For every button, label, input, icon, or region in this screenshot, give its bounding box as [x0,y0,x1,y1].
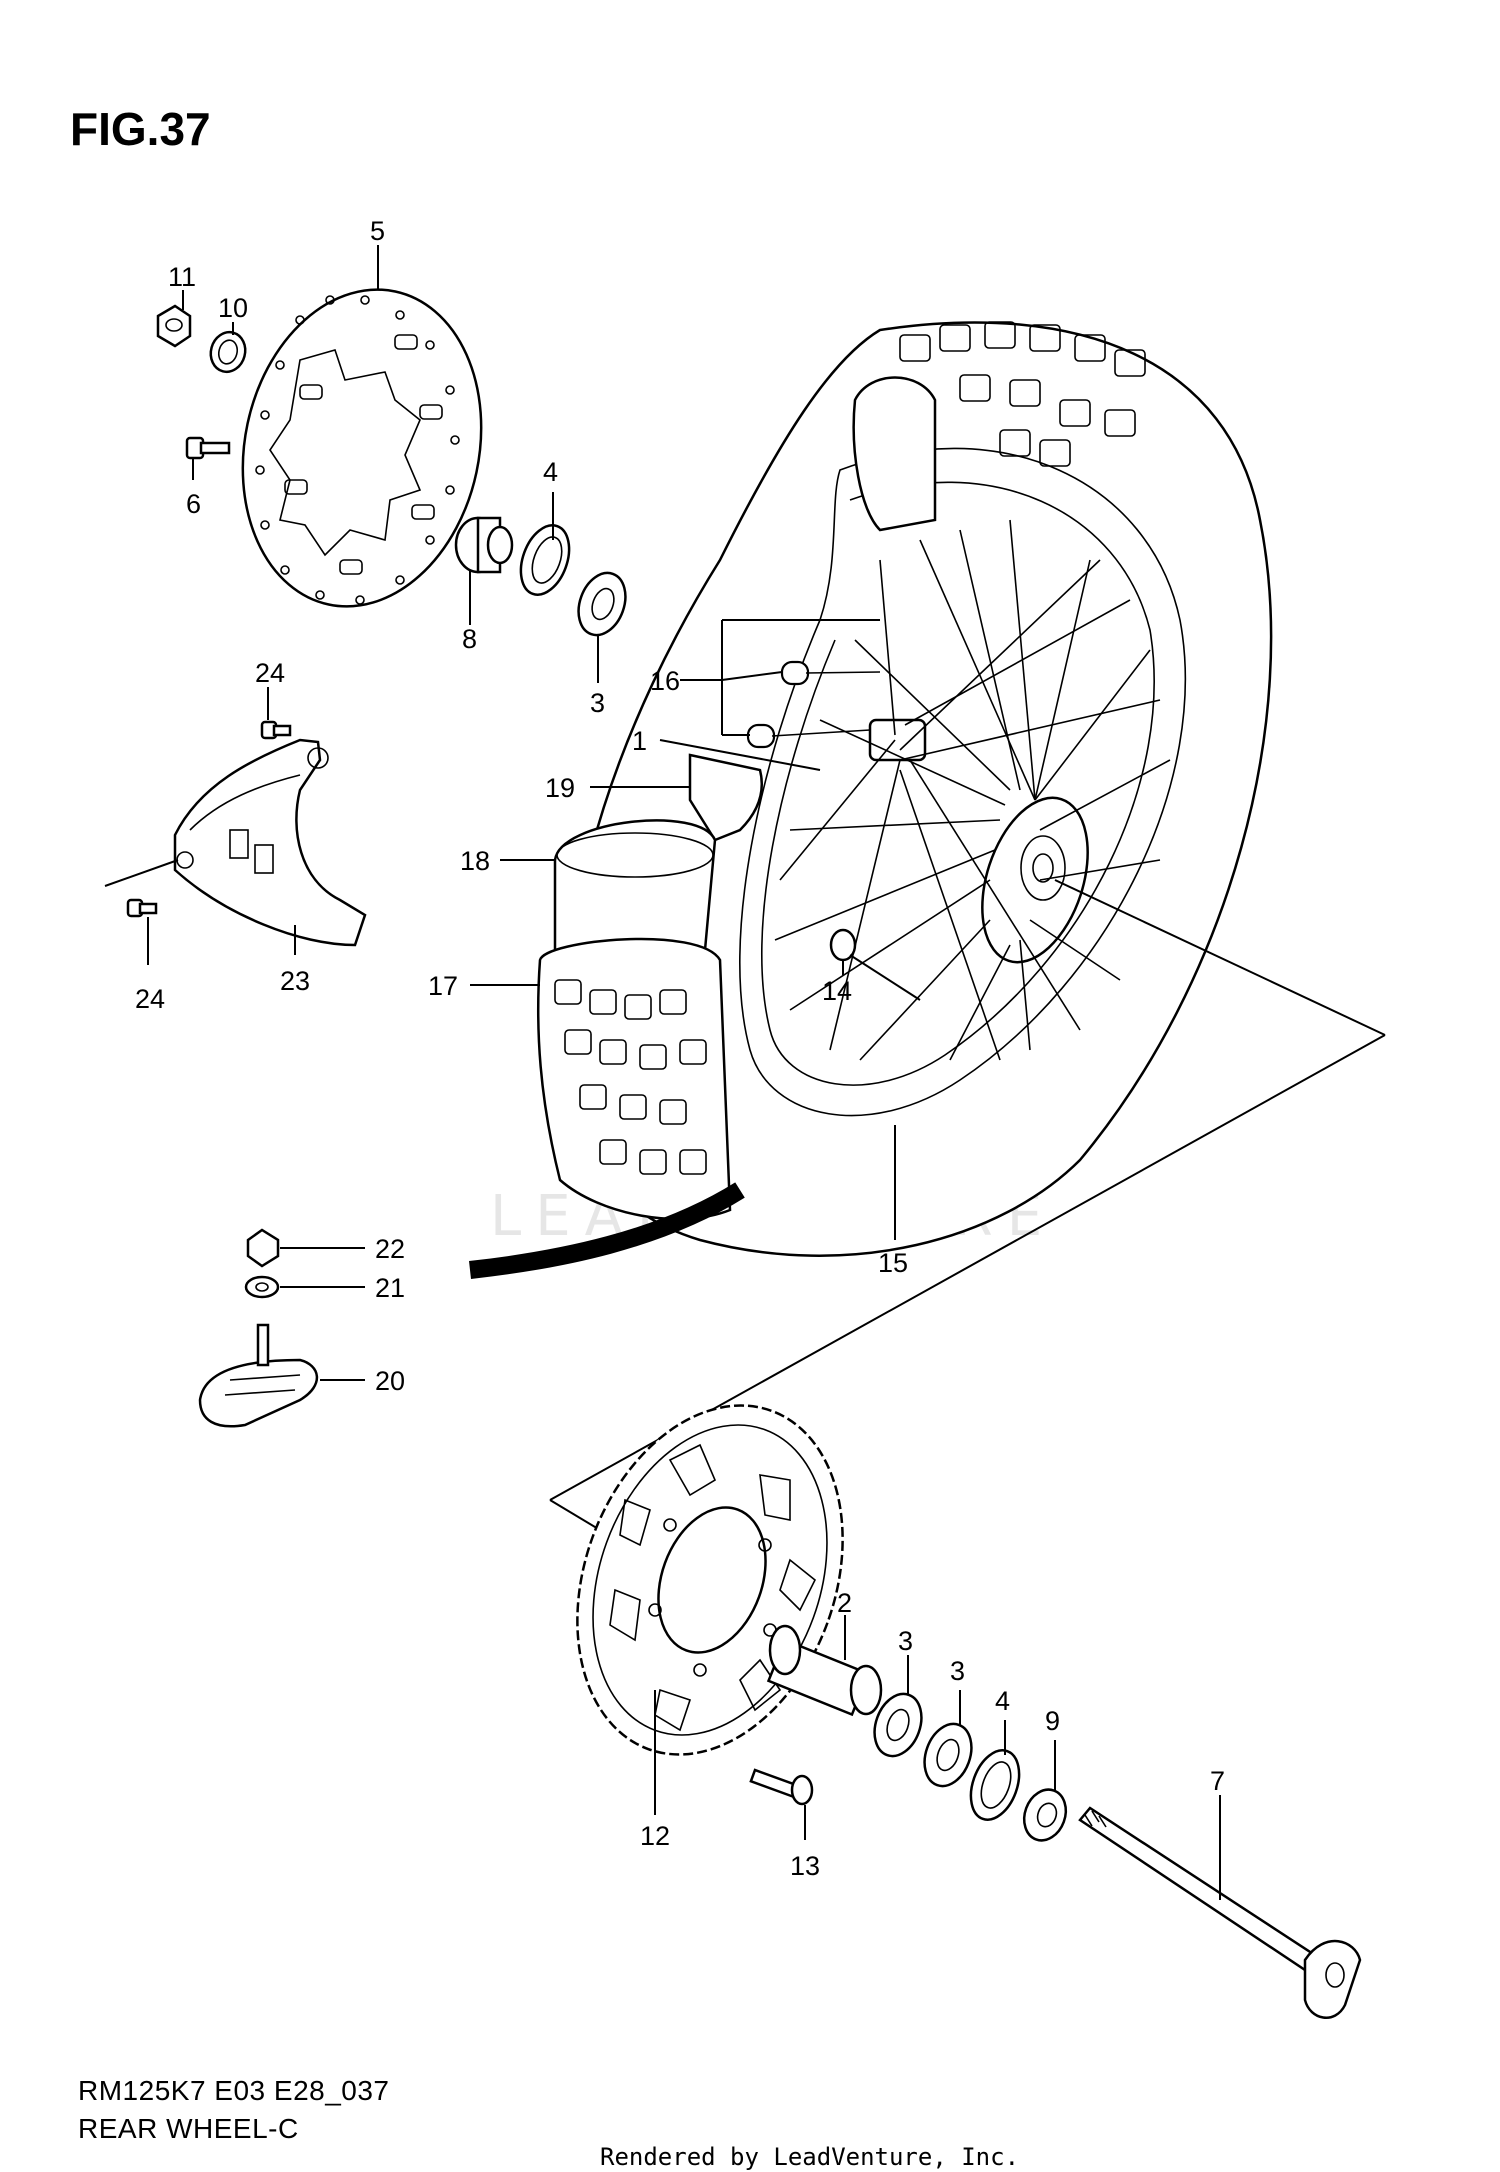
washer-21[interactable] [244,1275,280,1299]
callout-21: 21 [375,1273,405,1303]
callout-9: 9 [1045,1706,1060,1736]
spoke-nipple-16[interactable] [746,660,881,749]
callout-3-lower-b: 3 [950,1656,965,1686]
callout-24-upper: 24 [255,658,285,688]
rim-edge-arc [469,1182,745,1279]
callout-17: 17 [428,971,458,1001]
callout-20: 20 [375,1366,405,1396]
disc-guard-23[interactable] [173,738,367,947]
tube-18[interactable] [553,819,717,968]
callout-8: 8 [462,624,477,654]
bolt-13[interactable] [749,1768,814,1806]
callout-16: 16 [650,666,680,696]
spacer-8[interactable] [454,516,514,574]
callout-14: 14 [822,976,852,1006]
callout-4-upper: 4 [543,457,558,487]
callout-6: 6 [186,489,201,519]
oil-seal-4-upper[interactable] [512,519,578,602]
spacer-2[interactable] [766,1624,883,1717]
bolt-6[interactable] [185,436,231,460]
callout-4-lower: 4 [995,1686,1010,1716]
bearing-3-upper[interactable] [570,566,633,641]
callout-1: 1 [632,726,647,756]
footer-name: REAR WHEEL-C [78,2113,299,2144]
callout-15: 15 [878,1248,908,1278]
washer-10[interactable] [206,328,249,375]
rendered-by: Rendered by LeadVenture, Inc. [600,2143,1019,2171]
bearing-3-lower-b[interactable] [916,1717,979,1792]
footer-code: RM125K7 E03 E28_037 [78,2075,390,2106]
axle-7[interactable] [1078,1806,1362,2019]
callout-23: 23 [280,966,310,996]
callout-3-lower-a: 3 [898,1626,913,1656]
callout-13: 13 [790,1851,820,1881]
rim-lock-20[interactable] [198,1323,319,1428]
callout-2: 2 [837,1588,852,1618]
callout-22: 22 [375,1234,405,1264]
figure-title: FIG.37 [70,103,211,155]
callout-19: 19 [545,773,575,803]
callout-18: 18 [460,846,490,876]
bolt-24-upper[interactable] [260,720,292,740]
callout-5: 5 [370,216,385,246]
callout-3-upper: 3 [590,688,605,718]
collar-9[interactable] [1017,1784,1072,1847]
callout-11: 11 [168,262,196,292]
callout-7: 7 [1210,1766,1225,1796]
callout-12: 12 [640,1821,670,1851]
nut-22[interactable] [246,1228,280,1268]
sprocket-12[interactable] [531,1368,889,1792]
bolt-24-lower[interactable] [126,898,158,918]
tire-17[interactable] [536,937,732,1221]
nut-11[interactable] [156,304,192,348]
rim-band-19[interactable] [688,753,764,842]
oil-seal-4-lower[interactable] [962,1744,1028,1827]
callout-10: 10 [218,293,248,323]
callout-24-lower: 24 [135,984,165,1014]
brake-disc[interactable] [214,267,509,629]
rear-wheel-assembly[interactable] [567,321,1273,1257]
